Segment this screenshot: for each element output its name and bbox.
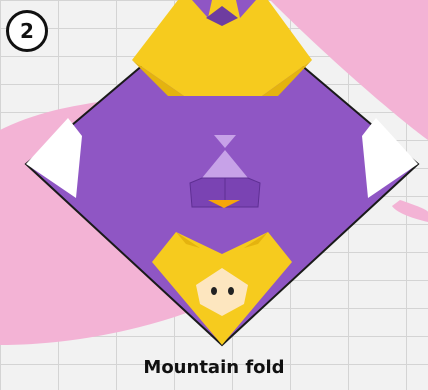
step-number-badge: 2 — [6, 10, 48, 52]
step-number: 2 — [20, 19, 34, 43]
left-eye — [211, 287, 217, 295]
caption: Mountain fold — [0, 357, 428, 378]
right-eye — [228, 287, 234, 295]
pink-band-right — [392, 200, 428, 222]
